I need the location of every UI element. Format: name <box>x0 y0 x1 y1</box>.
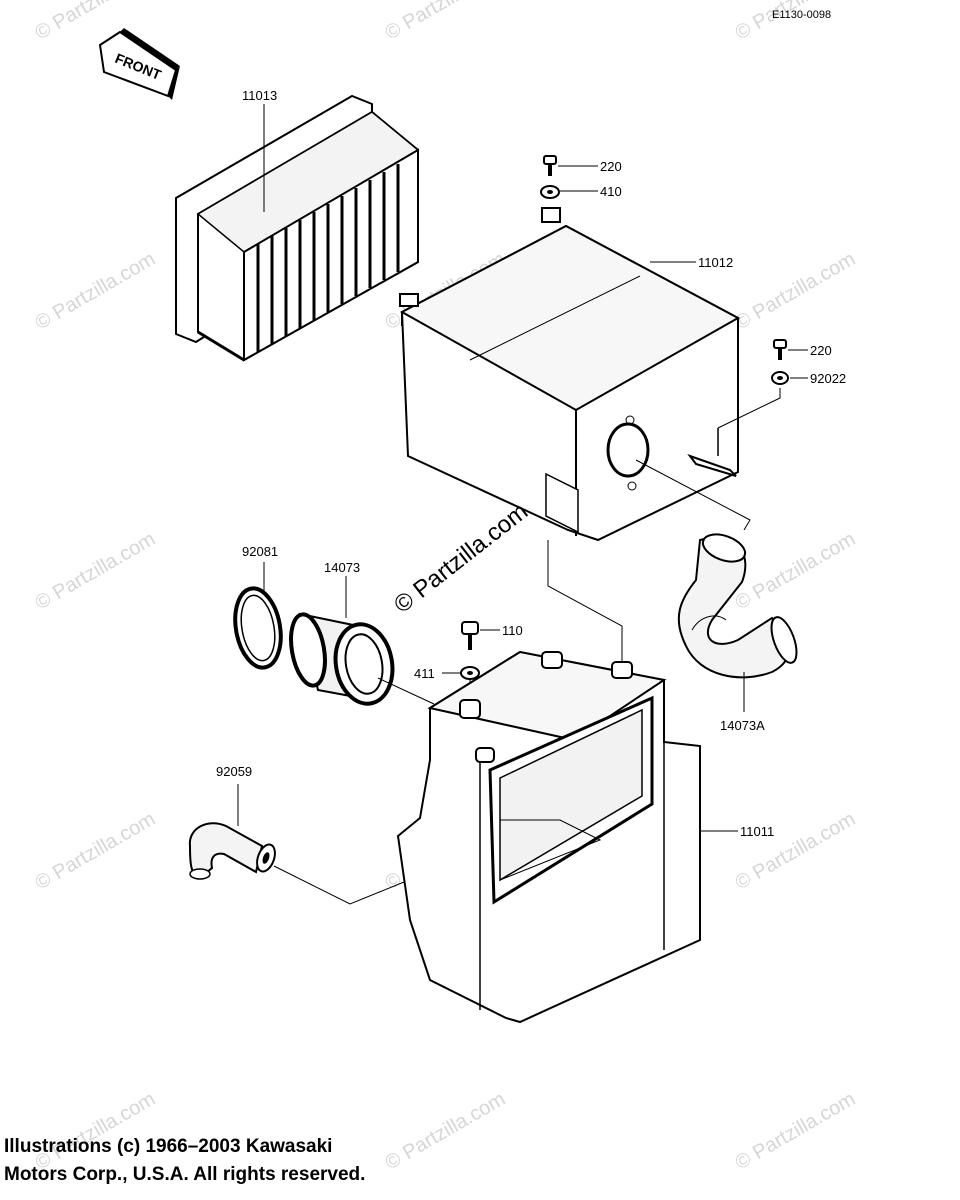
side-washer <box>771 371 789 385</box>
part-label-220-top: 220 <box>600 159 622 174</box>
part-label-410: 410 <box>600 184 622 199</box>
watermark-text: © Partzilla.com <box>32 0 160 44</box>
air-box-case <box>396 650 701 1024</box>
part-label-92059: 92059 <box>216 764 252 779</box>
copyright-notice: Illustrations (c) 1966–2003 Kawasaki Mot… <box>4 1133 564 1189</box>
part-label-110: 110 <box>502 623 523 638</box>
drain-hose <box>188 822 276 880</box>
part-label-411: 411 <box>414 666 435 681</box>
watermark-text: © Partzilla.com <box>382 0 510 44</box>
part-label-220-side: 220 <box>810 343 832 358</box>
watermark-text: © Partzilla.com <box>732 1088 860 1174</box>
watermark-text: © Partzilla.com <box>32 808 160 894</box>
front-arrow-icon: FRONT <box>98 28 180 100</box>
center-watermark: © Partzilla.com <box>389 498 533 619</box>
watermark-text: © Partzilla.com <box>732 528 860 614</box>
watermark-text: © Partzilla.com <box>32 248 160 334</box>
bolt-washer <box>460 666 480 680</box>
copyright-line-1: Illustrations (c) 1966–2003 Kawasaki <box>4 1136 333 1157</box>
o-ring <box>233 586 283 670</box>
air-box-cover <box>399 207 741 542</box>
part-label-92022: 92022 <box>810 371 846 386</box>
top-washer <box>540 185 560 199</box>
watermark-text: © Partzilla.com <box>732 248 860 334</box>
air-filter-element <box>175 94 420 362</box>
part-label-92081: 92081 <box>242 544 278 559</box>
bent-intake-hose <box>677 533 798 679</box>
side-screw <box>773 339 787 360</box>
intake-duct <box>289 612 395 706</box>
watermark-text: © Partzilla.com <box>732 0 860 44</box>
top-screw <box>543 155 557 176</box>
part-label-14073A: 14073A <box>720 718 765 733</box>
watermark-text: © Partzilla.com <box>732 808 860 894</box>
bolt <box>461 621 479 650</box>
part-label-14073: 14073 <box>324 560 360 575</box>
watermark-text: © Partzilla.com <box>32 528 160 614</box>
part-label-11011: 11011 <box>740 824 774 839</box>
reference-code: E1130-0098 <box>772 9 831 21</box>
part-label-11013: 11013 <box>242 88 277 103</box>
part-label-11012: 11012 <box>698 255 733 270</box>
copyright-line-2: Motors Corp., U.S.A. All rights reserved… <box>4 1164 366 1185</box>
